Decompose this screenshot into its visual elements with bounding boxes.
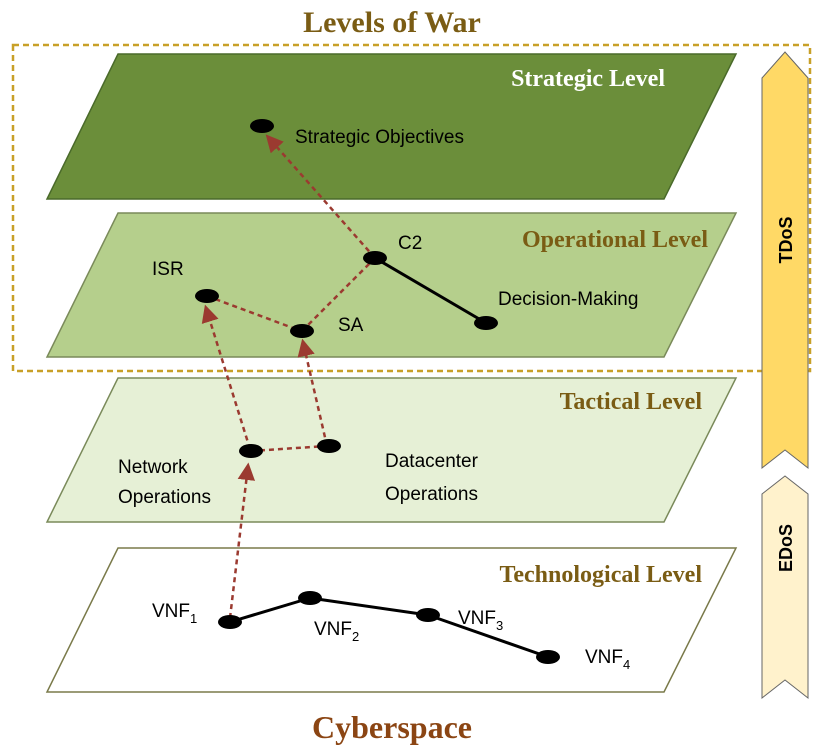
tactical-level-label: Tactical Level: [560, 389, 703, 415]
label-strategic-objectives: Strategic Objectives: [295, 127, 464, 148]
edos-label: EDoS: [776, 524, 796, 572]
operational-level-label: Operational Level: [522, 227, 708, 253]
diagram-title: Levels of War: [303, 6, 481, 39]
diagram-footer: Cyberspace: [312, 709, 472, 745]
technological-level-label: Technological Level: [500, 562, 703, 588]
label-vnf2: VNF2: [314, 619, 359, 644]
node-vnf2: [298, 591, 322, 605]
node-vnf3: [416, 608, 440, 622]
c2-decision-link: [374, 256, 487, 325]
strategic-operational-dashed-box: [11, 43, 812, 373]
node-vnf1: [218, 615, 242, 629]
information-flow-arrows: [201, 134, 376, 619]
node-vnf4: [536, 650, 560, 664]
operational-level-plane: [45, 212, 738, 358]
strategic-level-plane: [45, 53, 738, 200]
tdos-label: TDoS: [776, 217, 796, 264]
label-vnf4: VNF4: [585, 647, 630, 672]
node-network-operations: [239, 444, 263, 458]
node-c2: [363, 251, 387, 265]
nodes: [195, 119, 560, 664]
tdos-arrow: [761, 51, 809, 470]
label-vnf3: VNF3: [458, 608, 503, 633]
label-datacenter-operations-line2: Operations: [385, 484, 478, 505]
vnf-chain: [229, 596, 549, 659]
technological-level-plane: [45, 547, 738, 693]
label-c2: C2: [398, 233, 422, 254]
tactical-level-plane: [45, 377, 738, 523]
label-sa: SA: [338, 315, 364, 336]
node-decision-making: [474, 316, 498, 330]
label-isr: ISR: [152, 259, 184, 280]
node-isr: [195, 289, 219, 303]
node-strategic-objectives: [250, 119, 274, 133]
label-decision-making: Decision-Making: [498, 289, 638, 310]
node-sa: [290, 324, 314, 338]
label-network-operations-line1: Network: [118, 457, 188, 478]
strategic-level-label: Strategic Level: [511, 66, 665, 92]
edos-arrow: [761, 475, 809, 700]
label-network-operations-line2: Operations: [118, 487, 211, 508]
label-datacenter-operations-line1: Datacenter: [385, 451, 479, 472]
label-vnf1: VNF1: [152, 601, 197, 626]
node-datacenter-operations: [317, 439, 341, 453]
